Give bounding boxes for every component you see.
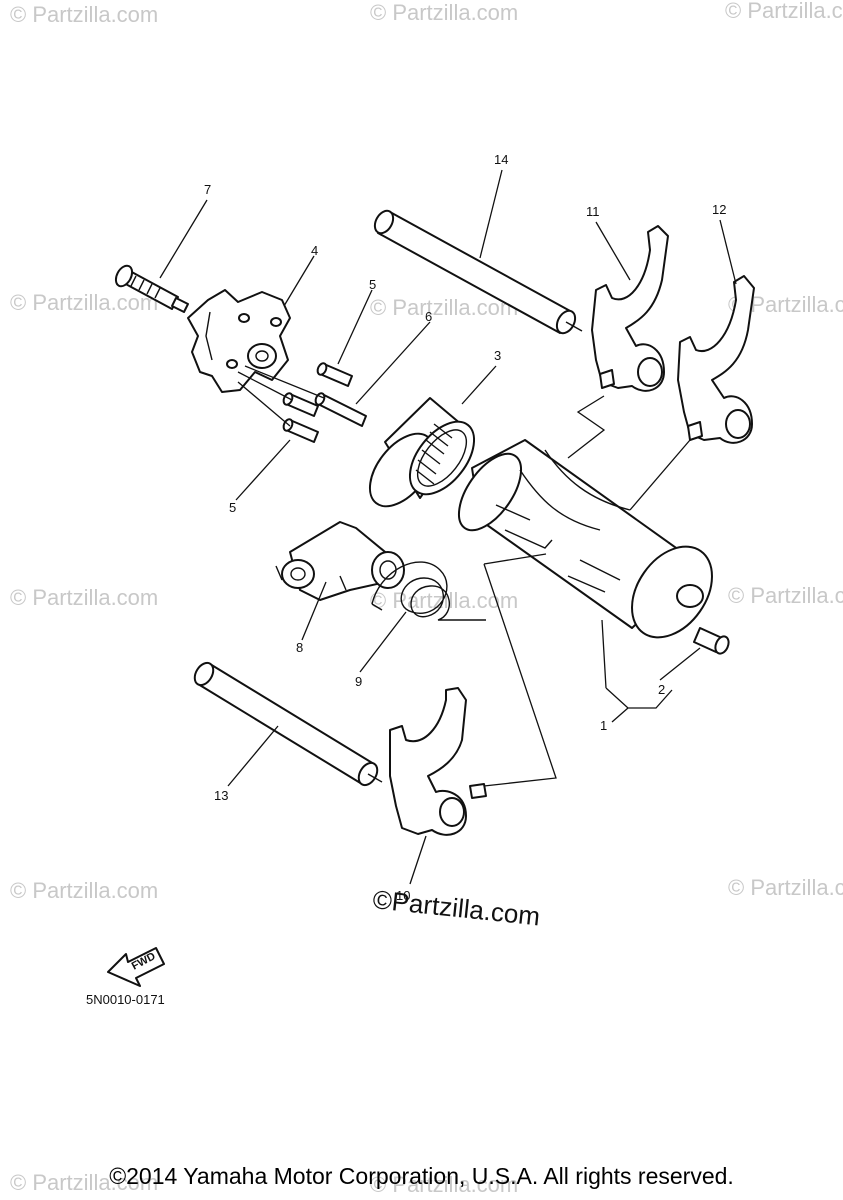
part-1-shift-drum — [457, 439, 713, 639]
watermark: © Partzilla.com — [10, 878, 158, 903]
callout-5: 5 — [229, 500, 236, 515]
watermark: © Partzilla.com — [10, 1170, 158, 1195]
watermark: © Partzilla.com — [10, 290, 158, 315]
callout-14: 14 — [494, 152, 508, 167]
watermark: © Partzilla.com — [728, 875, 843, 900]
callout-6: 6 — [425, 309, 432, 324]
fwd-arrow-icon: FWD — [107, 947, 165, 987]
callout-3: 3 — [494, 348, 501, 363]
callout-12: 12 — [712, 202, 726, 217]
part-12-shift-fork — [677, 275, 755, 444]
part-2-pin — [693, 627, 730, 655]
watermark: © Partzilla.com — [725, 0, 843, 23]
part-11-shift-fork — [591, 225, 669, 392]
callout-7: 7 — [204, 182, 211, 197]
part-14-guide-bar — [373, 209, 583, 335]
watermark-layer: © Partzilla.com © Partzilla.com © Partzi… — [10, 0, 843, 1197]
copyright-notice: ©2014 Yamaha Motor Corporation, U.S.A. A… — [109, 1163, 734, 1189]
brand-watermark: ©Partzilla.com — [371, 884, 541, 931]
callout-4: 4 — [311, 243, 318, 258]
diagram-code: 5N0010-0171 — [86, 992, 165, 1007]
callout-2: 2 — [658, 682, 665, 697]
part-5-pin — [316, 362, 353, 387]
watermark: © Partzilla.com — [10, 2, 158, 27]
part-5-pin — [282, 392, 319, 417]
callout-13: 13 — [214, 788, 228, 803]
callout-8: 8 — [296, 640, 303, 655]
watermark: © Partzilla.com — [728, 583, 843, 608]
part-7-bolt — [114, 264, 189, 313]
leader-lines — [159, 169, 737, 885]
part-8-lever — [275, 521, 405, 601]
part-4-segment — [187, 289, 291, 393]
callout-5: 5 — [369, 277, 376, 292]
part-13-guide-bar — [193, 661, 383, 787]
part-3-bearing — [368, 397, 476, 508]
callout-1: 1 — [600, 718, 607, 733]
part-10-shift-fork — [389, 687, 487, 836]
watermark: © Partzilla.com — [370, 0, 518, 25]
part-5-pin — [282, 418, 319, 443]
part-9-spring — [371, 561, 486, 621]
watermark: © Partzilla.com — [370, 1172, 518, 1197]
callout-labels: 7 4 5 6 3 14 11 12 5 8 9 2 1 13 10 — [204, 152, 726, 903]
callout-9: 9 — [355, 674, 362, 689]
watermark: © Partzilla.com — [370, 295, 518, 320]
callout-11: 11 — [586, 204, 600, 219]
callout-10: 10 — [396, 888, 410, 903]
watermark: © Partzilla.com — [10, 585, 158, 610]
